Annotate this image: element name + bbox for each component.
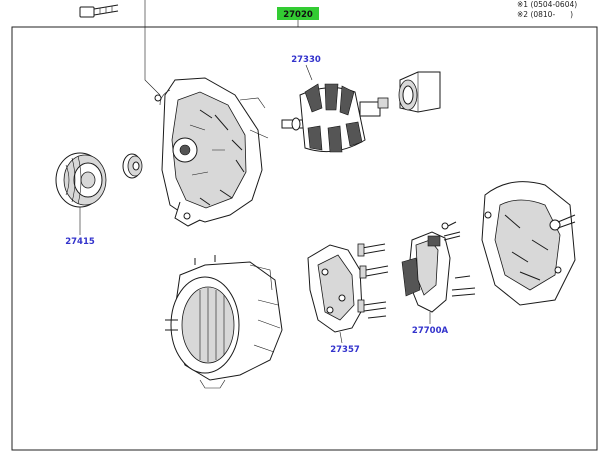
leader-27357	[339, 331, 343, 344]
note-1: ※1 (0504-0604)	[517, 0, 577, 9]
part-label-27357[interactable]: 27357	[330, 345, 360, 355]
part-label-27700A[interactable]: 27700A	[412, 326, 449, 336]
rear-cover-part	[481, 181, 576, 306]
leader-bolt	[144, 0, 161, 96]
part-label-27415[interactable]: 27415	[65, 237, 95, 247]
bolt-top	[79, 4, 119, 18]
part-label-27330[interactable]: 27330	[291, 55, 321, 65]
regulator-part	[401, 221, 476, 313]
assembly-label[interactable]: 27020	[283, 10, 313, 20]
diagram-frame	[11, 26, 598, 451]
rectifier-part	[307, 243, 389, 333]
spacer-part	[122, 153, 143, 179]
leader-27330	[305, 64, 313, 81]
stator-part	[165, 255, 283, 389]
drive-end-frame	[154, 77, 269, 227]
pulley-part	[55, 152, 107, 208]
assembly-label-highlight	[277, 7, 319, 20]
note-2: ※2 (0810- )	[517, 10, 573, 19]
rotor-part	[281, 83, 389, 153]
bearing-cover-part	[398, 71, 441, 113]
